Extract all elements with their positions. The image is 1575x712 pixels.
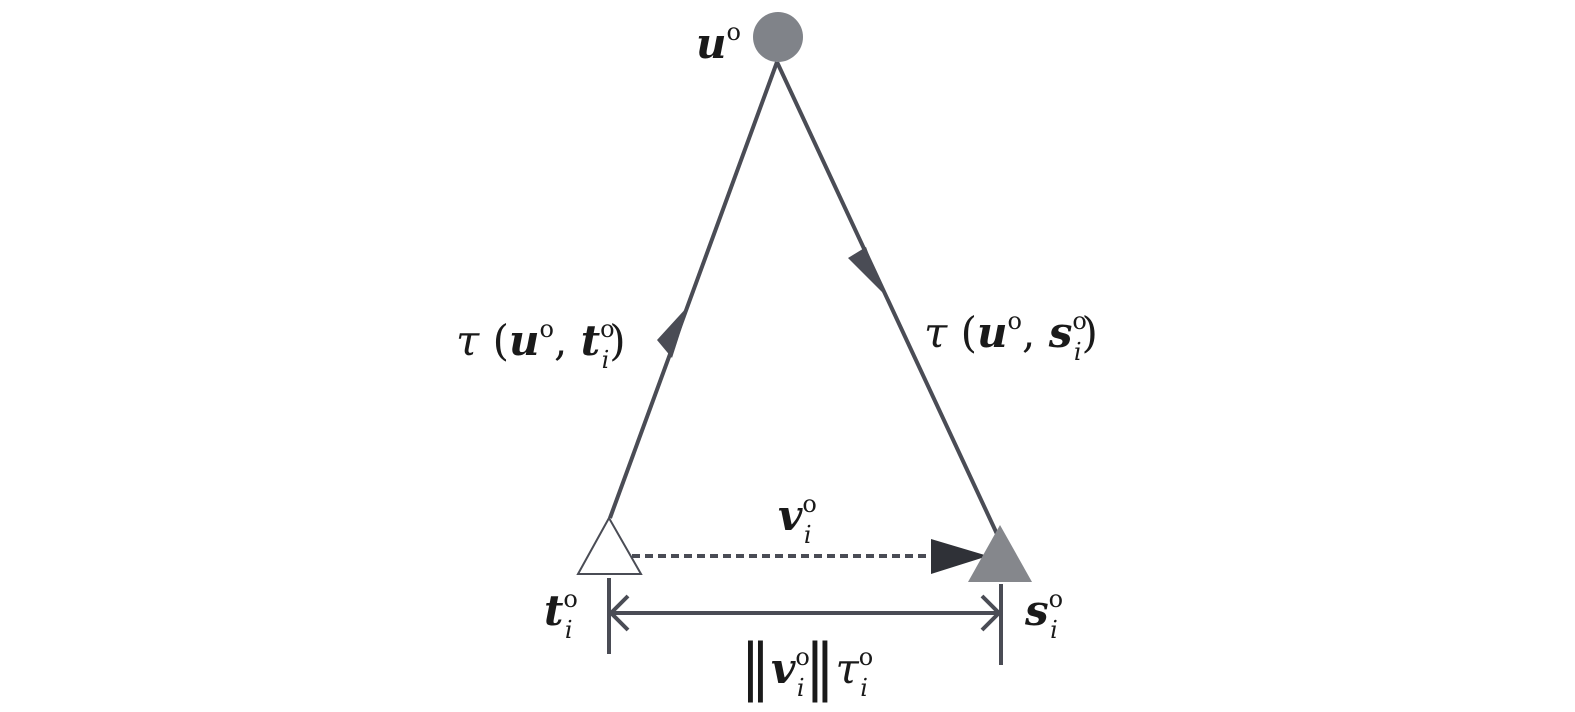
edge-right [775, 61, 999, 535]
source-node [753, 12, 803, 62]
edge-left [608, 61, 779, 519]
baseline-arrow-left-icon [608, 594, 630, 632]
arrow-up-left-icon [657, 305, 689, 358]
velocity-arrow-icon [931, 539, 988, 574]
transmitter-node [576, 515, 643, 575]
receiver-node [968, 525, 1032, 582]
source-label: uo [696, 18, 741, 68]
arrow-down-right-icon [848, 247, 883, 293]
baseline-arrow-right-icon [980, 594, 1002, 632]
